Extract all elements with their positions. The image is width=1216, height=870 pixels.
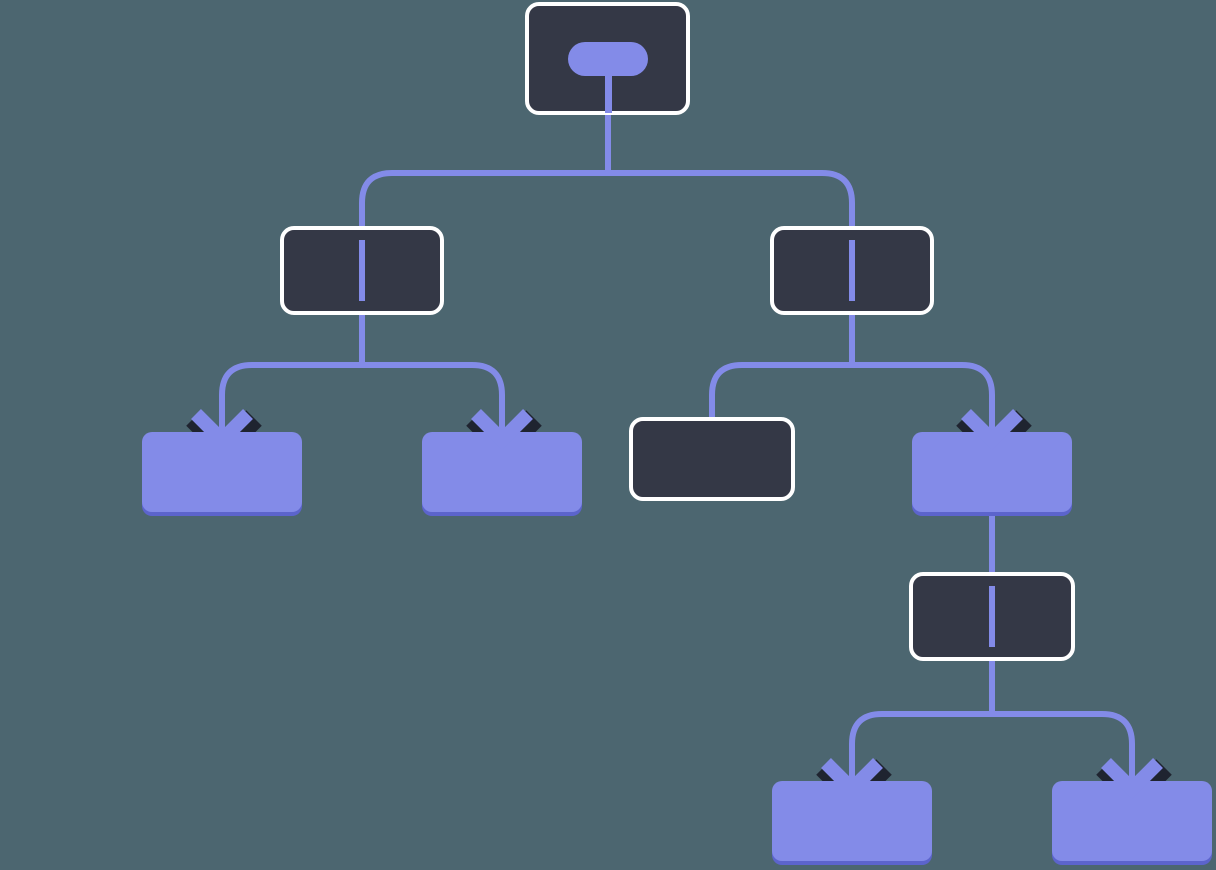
level1-left-node[interactable]	[280, 226, 444, 315]
arrowhead-icon	[821, 758, 883, 799]
leaf-node-e[interactable]	[772, 781, 932, 865]
leaf-node-b[interactable]	[422, 432, 582, 516]
level1-right-node[interactable]	[770, 226, 934, 315]
connector-level1-left-to-leaf-b	[359, 362, 505, 435]
connector-level1-right-to-branch-d	[849, 362, 995, 435]
connector-level1-left-to-leaf-a	[219, 362, 365, 435]
arrowhead-icon	[191, 409, 253, 450]
branch-node-d-body[interactable]	[912, 432, 1072, 512]
connector-layer	[219, 110, 1135, 784]
connector-level3-to-leaf-e	[849, 711, 995, 784]
leaf-node-a[interactable]	[142, 432, 302, 516]
level2-dark-node[interactable]	[629, 417, 795, 501]
connector-level1-right-to-dark-node	[709, 362, 855, 422]
root-node[interactable]	[525, 2, 690, 115]
level2-dark-node-body[interactable]	[629, 417, 795, 501]
leaf-node-e-body[interactable]	[772, 781, 932, 861]
node-layer	[142, 2, 1212, 865]
level3-dark-node[interactable]	[909, 572, 1075, 661]
branch-node-d[interactable]	[912, 432, 1072, 516]
connector-root-to-level1-right	[605, 170, 855, 231]
root-node-pill-shape	[568, 42, 648, 76]
root-node-pill-stem	[605, 60, 612, 113]
connector-root-to-level1-left	[359, 170, 611, 231]
arrowhead-icon	[1101, 758, 1163, 799]
arrowhead-icon	[961, 409, 1023, 450]
leaf-node-a-body[interactable]	[142, 432, 302, 512]
arrowhead-icon	[471, 409, 533, 450]
leaf-node-f-body[interactable]	[1052, 781, 1212, 861]
leaf-node-b-body[interactable]	[422, 432, 582, 512]
connector-level3-to-leaf-f	[989, 711, 1135, 784]
arrowhead-layer	[191, 409, 1163, 799]
leaf-node-f[interactable]	[1052, 781, 1212, 865]
